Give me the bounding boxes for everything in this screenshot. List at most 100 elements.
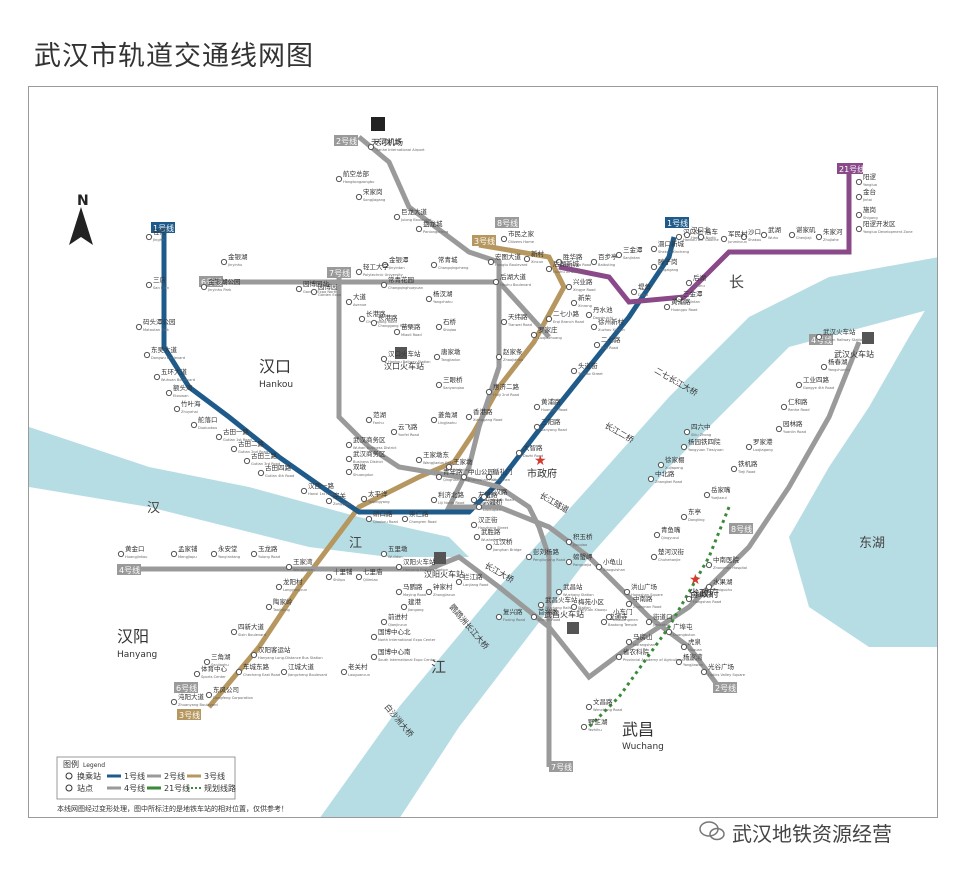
- station-dot: [623, 588, 631, 596]
- station-label-en: Jinyinhu: [227, 263, 242, 267]
- station-label: 兴业路: [573, 277, 593, 286]
- station-label: 舵落口: [198, 415, 218, 424]
- station-label-en: Laoguancun: [348, 673, 370, 677]
- station-dot: [795, 381, 803, 389]
- station-label: 七里庙: [363, 567, 383, 576]
- water-han: 汉: [147, 501, 160, 516]
- station-dot: [285, 563, 293, 571]
- station-label: 天纬路: [508, 312, 528, 321]
- legend-line4: 4号线: [124, 783, 145, 793]
- station-label: 陶家岭: [273, 597, 293, 606]
- station-dot: [355, 193, 363, 201]
- station-label-en: Yangchahu: [433, 300, 452, 304]
- station-dot: [683, 428, 691, 436]
- station-label-en: Zhuyehai: [181, 410, 198, 414]
- station-label: 青年路: [443, 467, 463, 476]
- station-label: 复兴路: [503, 607, 523, 616]
- station-label-en: Xuzhou Xincun: [598, 328, 625, 332]
- station-label: 青鱼嘴: [661, 525, 681, 534]
- station-dot: [495, 613, 503, 621]
- station-label: 中南医院: [713, 555, 740, 564]
- station-dot: [523, 255, 531, 263]
- station-label: 苗栗路: [401, 322, 421, 331]
- station-label: 轻工大学: [363, 262, 390, 271]
- station-dot: [780, 403, 788, 411]
- station-label-en: Xiaodongmen: [613, 618, 638, 622]
- station-dot: [475, 503, 483, 511]
- station-label: 丹水池: [593, 305, 613, 314]
- station-label-en: Zhongnan Road: [633, 605, 661, 609]
- station-dot: [430, 496, 438, 504]
- badge-l21: 21号线: [839, 164, 865, 174]
- station-dot: [280, 668, 288, 676]
- station-dot: [220, 258, 228, 266]
- station-label-en: Wangjiadun East: [423, 461, 454, 465]
- station-label-en: Tieji Road: [737, 470, 755, 474]
- water-donghu: 东湖: [859, 536, 885, 551]
- station-dot: [367, 143, 375, 151]
- station-label-en: Jinyinhu Park: [207, 288, 232, 292]
- station-label: 后湖新城: [553, 259, 580, 268]
- station-label: 二七路: [601, 335, 621, 344]
- line-6-route: [209, 279, 551, 339]
- station-label-en: Wenchang Road: [593, 708, 622, 712]
- district-hanyang: 汉阳: [117, 627, 149, 646]
- district-hanyang-en: Hanyang: [117, 650, 157, 660]
- district-hankou: 汉口: [259, 357, 291, 376]
- station-dot: [365, 416, 373, 424]
- station-label: 阳逻: [863, 172, 877, 181]
- crossing-c3: 长江隧道: [538, 490, 571, 515]
- station-label-en: Gongye 4th Road: [803, 386, 834, 390]
- station-dot: [325, 573, 333, 581]
- station-label-en: Dongwu Boulevard: [151, 356, 185, 360]
- station-dot: [395, 588, 403, 596]
- station-dot: [433, 353, 441, 361]
- station-label-en: Shakou: [748, 238, 761, 242]
- station-label-en: Huangpu Road: [541, 408, 567, 412]
- station-label-en: Erqi Branch Road: [553, 320, 584, 324]
- station-label: 首义路: [538, 607, 558, 616]
- station-dot: [855, 178, 863, 186]
- station-dot: [117, 550, 125, 558]
- station-label: 杨春湖: [828, 357, 848, 366]
- station-dot: [600, 618, 608, 626]
- station-label: 大道: [353, 292, 367, 301]
- station-label-en: Hongtu Boulevard: [495, 263, 527, 267]
- station-label-en: Dazhi Road: [523, 454, 543, 458]
- station-label-en: Hanxi 1st Road: [308, 492, 335, 496]
- river-yangtze: [29, 257, 937, 817]
- station-label: 友谊路: [478, 490, 498, 499]
- station-label-en: Wuhu: [768, 236, 778, 240]
- station-label: 马鹦路: [403, 582, 423, 591]
- station-dot: [203, 658, 211, 666]
- station-label-en: Meiyuan Xiaoqu: [578, 608, 607, 612]
- station-label: 范湖: [373, 410, 387, 419]
- station-dot: [585, 703, 593, 711]
- station-dot: [720, 235, 728, 243]
- station-label: 铁机路: [738, 459, 758, 468]
- poi-airport: 天河机场: [371, 137, 403, 147]
- station-dot: [815, 333, 823, 341]
- station-label-en: Huquan: [688, 648, 702, 652]
- station-label: 堤角: [638, 282, 651, 291]
- station-label: 永安堂: [218, 544, 238, 553]
- station-label: 广埠屯: [673, 622, 693, 631]
- station-label: 香港路: [473, 407, 493, 416]
- station-label-en: Tianhe International Airport: [374, 148, 425, 152]
- account-footer: 武汉地铁资源经营: [698, 818, 958, 848]
- station-label: 百步亭: [598, 252, 618, 261]
- station-label-en: Wuhuan Boulevard: [161, 378, 195, 382]
- station-label: 黄浦路: [671, 297, 691, 306]
- station-label: 太平洋: [368, 489, 388, 498]
- prov-gov-star-icon: ★: [689, 572, 702, 588]
- station-label: 黄金口: [125, 544, 145, 553]
- station-dot: [345, 441, 353, 449]
- station-label: 徐州新村: [598, 317, 625, 326]
- station-label-en: Jiyuqiao: [572, 543, 587, 547]
- badge-l4e: 4号线: [811, 335, 832, 345]
- station-label: 古田三路: [251, 451, 278, 460]
- station-label-en: Yunfei Road: [398, 433, 419, 437]
- airport-icon: [371, 117, 385, 131]
- station-dot: [345, 455, 353, 463]
- disclaimer-note: 本线网图经过变形处理，图中所标注的是地铁车站的相对位置，仅供参考！: [57, 804, 288, 813]
